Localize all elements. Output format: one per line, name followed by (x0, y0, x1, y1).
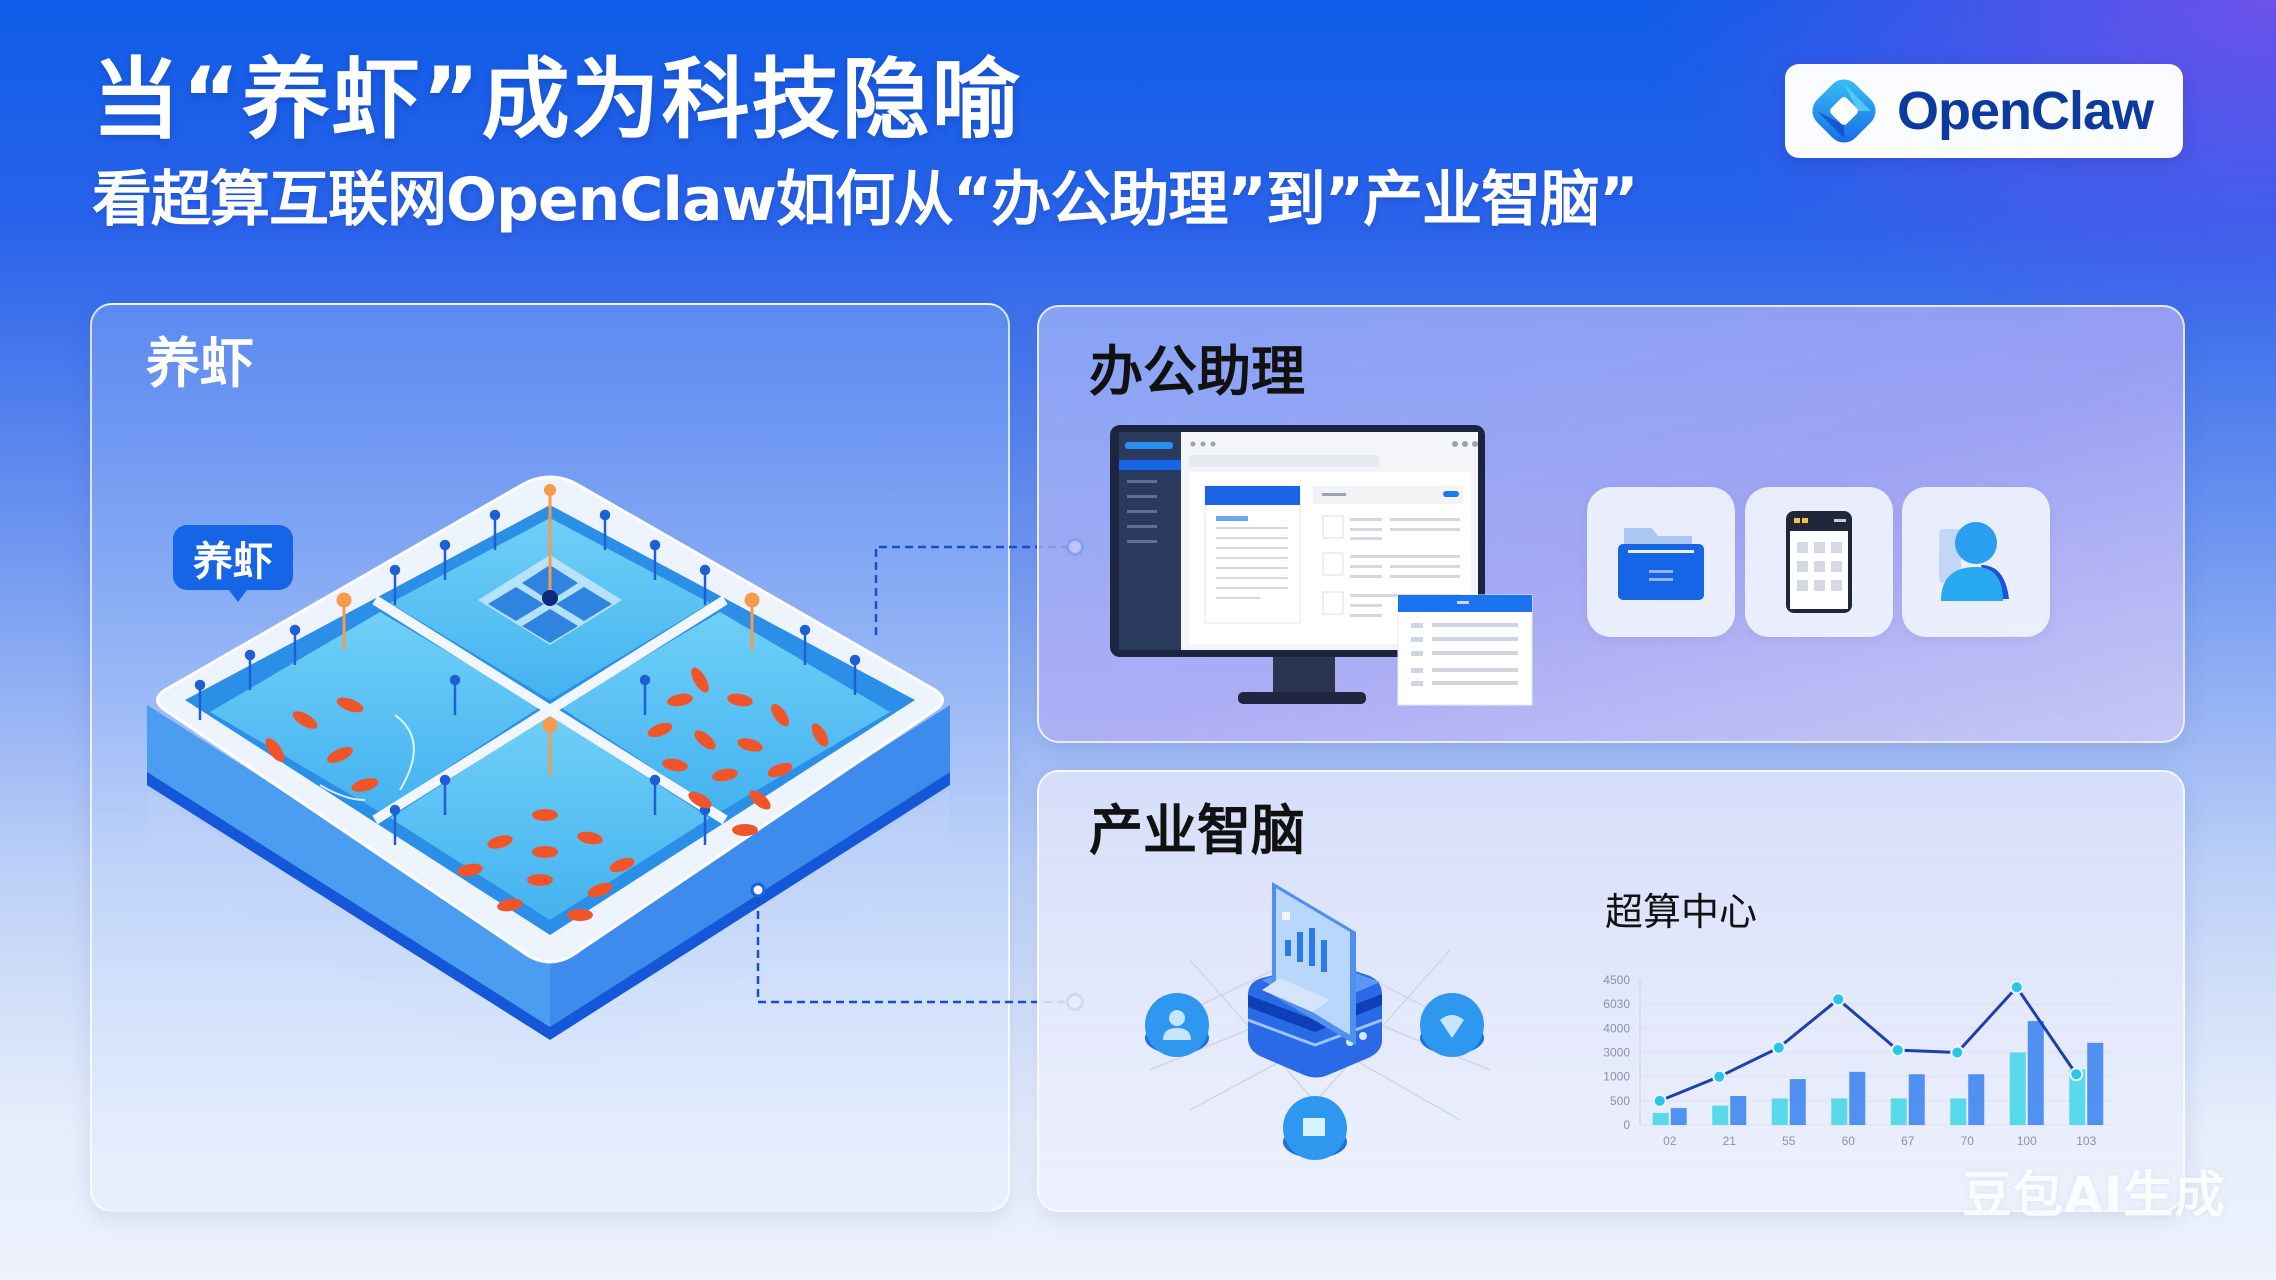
page-title: 当“养虾”成为科技隐喻 (92, 48, 1022, 151)
chart-bar (1771, 1098, 1788, 1125)
folder-card[interactable] (1587, 487, 1735, 637)
y-tick-label: 500 (1610, 1094, 1630, 1108)
x-tick-label: 70 (1961, 1134, 1975, 1148)
chart-line-point (2009, 980, 2024, 995)
chart-bar (2069, 1069, 2086, 1125)
contacts-card[interactable] (1902, 487, 2050, 637)
chart-line-point (1652, 1093, 1667, 1108)
desktop-monitor-dashboard-icon (1110, 425, 1533, 706)
chart-bar (1950, 1098, 1967, 1125)
brain-panel-title: 产业智脑 (1089, 799, 1305, 862)
x-tick-label: 103 (2076, 1134, 2096, 1148)
y-tick-label: 3000 (1603, 1046, 1630, 1060)
chart-bar (1789, 1079, 1806, 1125)
chart-bar (1849, 1071, 1866, 1125)
x-tick-label: 67 (1901, 1134, 1915, 1148)
isometric-shrimp-pond-icon (147, 475, 1068, 1090)
x-tick-label: 02 (1663, 1134, 1677, 1148)
shrimp-bubble-label: 养虾 (193, 538, 273, 585)
shrimp-panel-title: 养虾 (146, 332, 254, 395)
chart-line-point (1771, 1040, 1786, 1055)
shrimp-speech-bubble: 养虾 (173, 525, 293, 602)
y-tick-label: 1000 (1603, 1070, 1630, 1084)
chart-bar (1652, 1112, 1669, 1125)
chart-bar (1670, 1108, 1687, 1125)
openclaw-diamond-logo-icon (1812, 79, 1876, 143)
user-contacts-icon (1939, 522, 2009, 601)
calculator-card[interactable] (1745, 487, 1893, 637)
logo-text: OpenClaw (1897, 81, 2154, 141)
chart-bar (1968, 1074, 1985, 1125)
x-tick-label: 60 (1842, 1134, 1856, 1148)
chart-bar (2087, 1042, 2104, 1125)
chart-line-point (2069, 1067, 2084, 1082)
y-tick-label: 6030 (1603, 997, 1630, 1011)
y-tick-label: 0 (1623, 1118, 1630, 1132)
openclaw-logo: OpenClaw (1785, 64, 2183, 158)
x-tick-label: 55 (1782, 1134, 1796, 1148)
server-network-icon (1145, 882, 1491, 1160)
chart-bar (1908, 1074, 1925, 1125)
folder-icon (1618, 528, 1704, 600)
ai-generated-watermark: 豆包AI生成 (1962, 1166, 2226, 1224)
chart-bar (1712, 1105, 1729, 1125)
chart-bar (1890, 1098, 1907, 1125)
chart-bar (1730, 1096, 1747, 1125)
x-tick-label: 21 (1723, 1134, 1737, 1148)
industrial-brain-panel: 产业智脑 (1037, 770, 2185, 1212)
chart-line-point (1712, 1069, 1727, 1084)
bar-line-chart: 0 500 1000 3000 4000 6030 4500 02 21 55 60 67 70 100 1… (1603, 973, 2116, 1148)
chart-line-point (1831, 992, 1846, 1007)
chart-line-point (1890, 1043, 1905, 1058)
chart-line-point (1950, 1045, 1965, 1060)
office-panel-title: 办公助理 (1089, 340, 1305, 403)
y-tick-label: 4000 (1603, 1021, 1630, 1035)
chart-bar (1831, 1098, 1848, 1125)
x-tick-label: 100 (2017, 1134, 2037, 1148)
calculator-app-icon (1786, 511, 1852, 613)
supercomputing-chart: 0 500 1000 3000 4000 6030 4500 02 21 55 60 67 70 100 1… (1586, 968, 2126, 1148)
y-tick-label: 4500 (1603, 973, 1630, 987)
chart-bar (2009, 1052, 2026, 1125)
chart-title: 超算中心 (1605, 890, 1758, 934)
page-subtitle: 看超算互联网OpenClaw如何从“办公助理”到”产业智脑” (92, 165, 1639, 235)
chart-bar (2027, 1021, 2044, 1125)
